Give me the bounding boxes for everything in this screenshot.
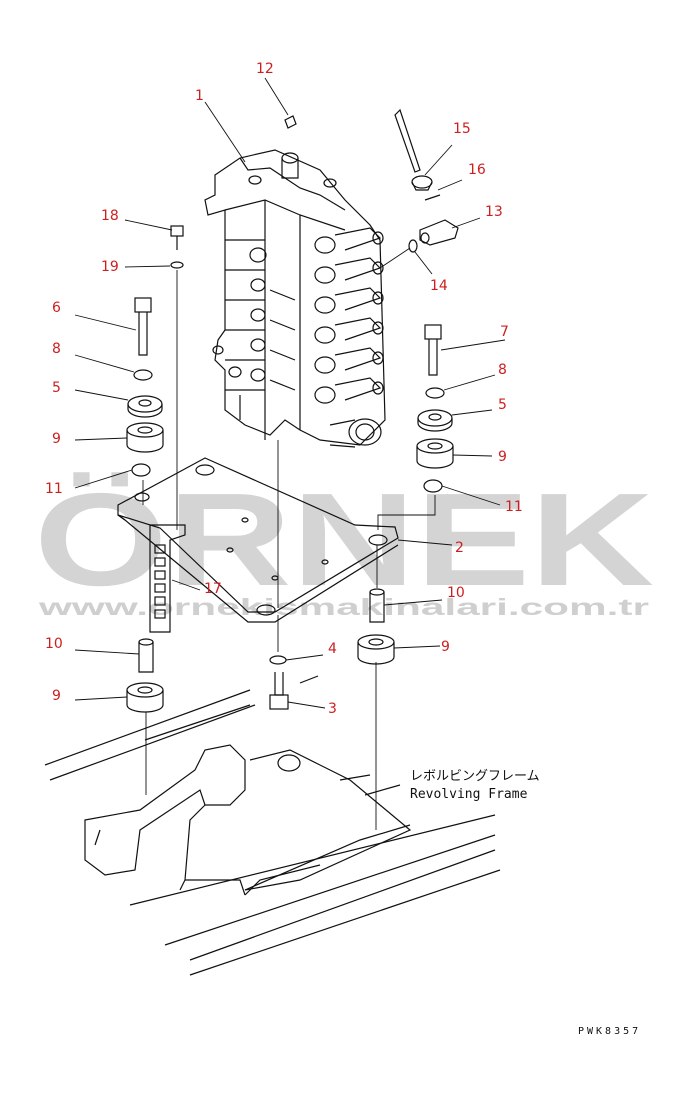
drawing-code: PWK8357 xyxy=(578,1026,641,1037)
callout-6: 6 xyxy=(52,300,61,316)
callout-1: 1 xyxy=(195,88,204,104)
leader-lines xyxy=(74,77,506,709)
callout-9-left-top: 9 xyxy=(52,431,61,447)
frame-label: レボルビングフレーム Revolving Frame xyxy=(410,769,540,802)
callout-10-right: 10 xyxy=(447,585,465,601)
callouts: 1 12 15 16 13 14 18 19 6 8 5 9 11 17 10 … xyxy=(45,61,523,717)
label-strip xyxy=(149,524,186,633)
callout-2: 2 xyxy=(455,540,464,556)
callout-17: 17 xyxy=(204,581,222,597)
callout-14: 14 xyxy=(430,278,448,294)
callout-13: 13 xyxy=(485,204,503,220)
callout-8-left: 8 xyxy=(52,341,61,357)
watermark-url: www.ornekismakinalari.com.tr xyxy=(37,594,649,620)
callout-9-right-bottom: 9 xyxy=(441,639,450,655)
callout-16: 16 xyxy=(468,162,486,178)
watermark: ÖRNEK www.ornekismakinalari.com.tr xyxy=(34,466,654,620)
frame-label-jp: レボルビングフレーム xyxy=(410,769,540,784)
frame-label-en: Revolving Frame xyxy=(410,787,528,802)
callout-9-left-bottom: 9 xyxy=(52,688,61,704)
callout-7: 7 xyxy=(500,324,509,340)
callout-11-left: 11 xyxy=(45,481,63,497)
callout-18: 18 xyxy=(101,208,119,224)
callout-15: 15 xyxy=(453,121,471,137)
callout-4: 4 xyxy=(328,641,337,657)
callout-19: 19 xyxy=(101,259,119,275)
revolving-frame xyxy=(44,689,501,976)
callout-5-right: 5 xyxy=(498,397,507,413)
callout-9-right-top: 9 xyxy=(498,449,507,465)
callout-3: 3 xyxy=(328,701,337,717)
control-valve xyxy=(204,149,386,448)
callout-12: 12 xyxy=(256,61,274,77)
callout-11-right: 11 xyxy=(505,499,523,515)
callout-8-right: 8 xyxy=(498,362,507,378)
assembly-lines xyxy=(142,270,436,830)
callout-10-left: 10 xyxy=(45,636,63,652)
watermark-logo: ÖRNEK xyxy=(34,466,654,613)
callout-5-left: 5 xyxy=(52,380,61,396)
